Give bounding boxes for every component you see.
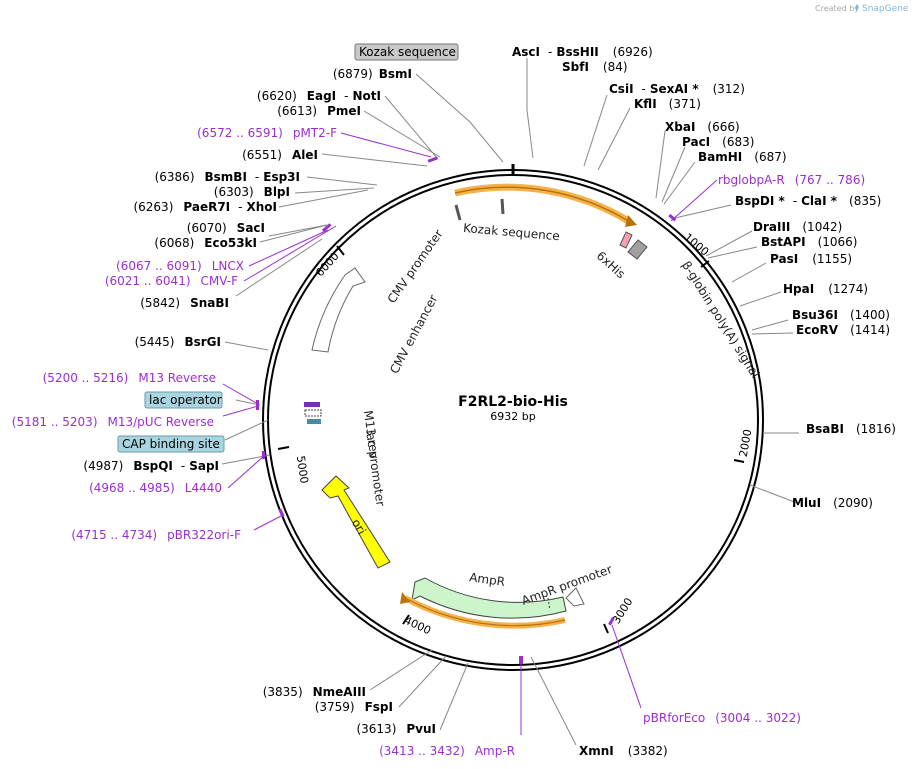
enzyme-csii: CsiI-SexAI *(312) — [609, 82, 745, 96]
plasmid-name: F2RL2-bio-His — [458, 394, 568, 410]
orf-arrow-bottom — [404, 597, 566, 627]
enzyme-paci: PacI(683) — [682, 135, 754, 149]
primer-lncx: (6067 .. 6091)LNCX — [116, 259, 244, 273]
enzyme-mlui: MluI(2090) — [792, 496, 873, 510]
orf-arrow-top — [454, 186, 631, 223]
primer-rbglob: rbglobpA-R(767 .. 786) — [718, 173, 865, 187]
enzyme-asci: AscI-BssHII(6926) — [512, 45, 653, 59]
primer-pbrfor: pBRforEco(3004 .. 3022) — [643, 711, 801, 725]
ampr-promoter-feature — [565, 587, 585, 607]
enzyme-pvui: (3613)PvuI — [356, 722, 436, 736]
lac-operator-feature — [304, 409, 322, 417]
enzyme-eco53ki: (6068)Eco53kI — [154, 236, 257, 250]
kozak-mark-1 — [454, 204, 462, 221]
tick-4000: 4000 — [402, 614, 433, 638]
lac-operator-box — [144, 391, 223, 409]
kozak-box-label: Kozak sequence — [359, 45, 456, 59]
snapgene-logo: SnapGene — [862, 4, 909, 14]
cap-site-feature — [307, 419, 321, 424]
lac-operator-box-label: lac operator — [149, 393, 222, 407]
enzyme-hpai: HpaI(1274) — [783, 282, 868, 296]
cap-box — [117, 435, 225, 453]
enzyme-sbfi: SbfI(84) — [562, 60, 628, 74]
primer-cmvf: (6021 .. 6041)CMV-F — [105, 274, 238, 288]
m13rev-label: M13 rev — [361, 409, 382, 459]
enzyme-paer7i: (6263)PaeR7I-XhoI — [133, 200, 277, 214]
enzyme-blpi: (6303)BlpI — [214, 185, 290, 199]
enzyme-saci: (6070)SacI — [187, 221, 265, 235]
ori-feature — [321, 475, 391, 569]
ampr-promoter-label: AmpR promoter — [520, 562, 614, 608]
tick-1000-mark — [700, 260, 710, 268]
enzyme-bsrgi: (5445)BsrGI — [135, 335, 221, 349]
polya-label: β-globin poly(A) signal — [679, 259, 762, 381]
primer-l4440: (4968 .. 4985)L4440 — [89, 481, 222, 495]
cap-box-label: CAP binding site — [122, 437, 220, 451]
credit-text: Created by — [815, 4, 859, 13]
tick-5000-mark — [277, 446, 290, 450]
kozak-box — [354, 43, 459, 61]
enzyme-bsmbi: (6386)BsmBI-Esp3I — [155, 170, 300, 184]
plasmid-size: 6932 bp — [490, 410, 535, 423]
kozak-feature-label: Kozak sequence — [463, 221, 561, 243]
enzyme-kfli: KflI(371) — [634, 97, 701, 111]
enzyme-snabi: (5842)SnaBI — [140, 296, 229, 310]
his-label: 6xHis — [594, 249, 628, 282]
enzyme-bsu36i: Bsu36I(1400) — [792, 308, 890, 322]
enzyme-eagi: (6620)EagI-NotI — [257, 89, 381, 103]
his-tag-feature — [619, 231, 633, 249]
enzyme-bsmi: (6879)BsmI — [333, 67, 412, 81]
enzyme-xmni: XmnI(3382) — [579, 744, 668, 758]
tick-1000: 1000 — [682, 231, 712, 259]
lac-promoter-label: lac promoter — [363, 429, 388, 507]
orf-arrowhead-bottom — [400, 592, 410, 604]
enzyme-bsabi: BsaBI(1816) — [806, 422, 896, 436]
primer-ampr: (3413 .. 3432)Amp-R — [379, 744, 515, 758]
enzyme-pasi: PasI(1155) — [770, 252, 852, 266]
tick-2000-mark — [733, 459, 745, 463]
kozak-mark-2 — [500, 198, 505, 215]
enzyme-ecorv: EcoRV(1414) — [796, 323, 890, 337]
ampr-feature — [411, 577, 567, 619]
primer-leader-lines — [222, 132, 718, 735]
enzyme-fspi: (3759)FspI — [315, 700, 393, 714]
enzyme-bamhi: BamHI(687) — [698, 150, 787, 164]
ori-label: ori — [349, 516, 369, 537]
enzyme-leader-lines — [221, 58, 799, 746]
tick-3000: 3000 — [610, 596, 636, 627]
polya-feature — [627, 239, 648, 260]
m13rev-feature — [304, 402, 320, 407]
tick-2000: 2000 — [737, 428, 755, 458]
enzyme-bstapi: BstAPI(1066) — [761, 235, 857, 249]
cmv-promoter-label: CMV promoter — [385, 227, 446, 306]
cmv-promoter-enhancer-arrow — [311, 267, 366, 353]
tick-5000: 5000 — [294, 455, 311, 485]
primer-m13r: (5200 .. 5216)M13 Reverse — [43, 371, 216, 385]
primer-pbr322: (4715 .. 4734)pBR322ori-F — [71, 528, 241, 542]
tick-4000-mark — [402, 614, 410, 625]
snapgene-leaf-icon — [855, 4, 859, 11]
tick-6000-mark — [336, 245, 345, 256]
enzyme-pmei: (6613)PmeI — [277, 104, 361, 118]
enzyme-xbai: XbaI(666) — [665, 120, 740, 134]
ampr-label: AmpR — [469, 570, 506, 589]
orf-arrowhead-top — [625, 215, 637, 227]
primer-pmt2f: (6572 .. 6591)pMT2-F — [197, 126, 337, 140]
primer-m13puc: (5181 .. 5203)M13/pUC Reverse — [12, 415, 214, 429]
primer-marks — [256, 156, 677, 664]
enzyme-nmeaiii: (3835)NmeAIII — [263, 685, 366, 699]
tick-6000: 6000 — [313, 250, 341, 280]
enzyme-bspqi: (4987)BspQI-SapI — [83, 459, 219, 473]
tick-3000-mark — [603, 623, 609, 634]
enzyme-draiii: DraIII(1042) — [753, 220, 842, 234]
enzyme-alei: (6551)AleI — [242, 148, 318, 162]
enzyme-bspdi: BspDI *-ClaI *(835) — [735, 194, 881, 208]
